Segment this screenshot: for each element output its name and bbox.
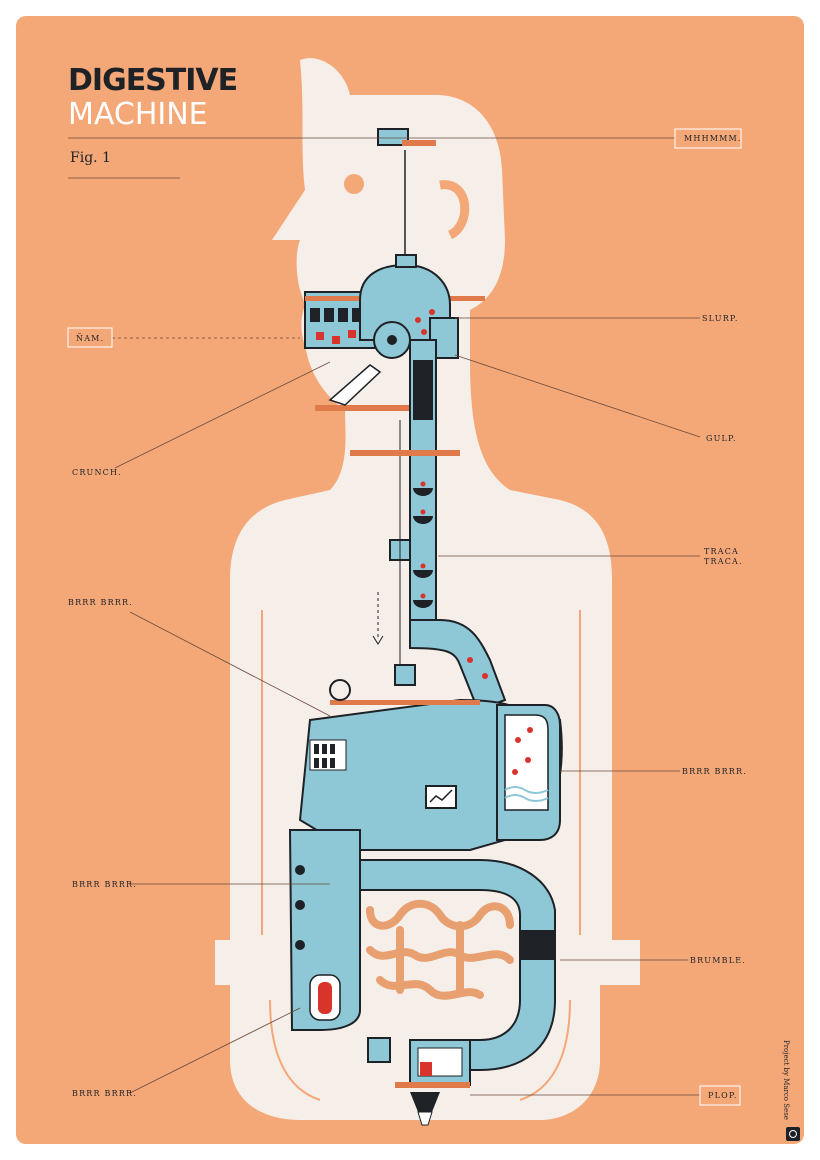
eye	[344, 174, 364, 194]
credit-text: Project by Marco Sese	[782, 1040, 790, 1120]
mouth-machine	[304, 263, 485, 411]
stomach	[298, 664, 563, 851]
label-traca-2: TRACA.	[704, 557, 743, 566]
label-plop: PLOP.	[708, 1091, 738, 1100]
intestines	[288, 829, 556, 1126]
brain-device	[377, 128, 436, 268]
figure-label: Fig. 1	[70, 150, 111, 166]
ear	[439, 180, 470, 240]
studio-logo-icon	[786, 1127, 800, 1141]
label-gulp: GULP.	[706, 434, 737, 443]
label-mhhmmm: MHHMMM.	[684, 134, 742, 143]
label-boxes	[67, 128, 742, 1106]
label-brumble: BRUMBLE.	[690, 956, 747, 965]
label-brrr-left-bottom: BRRR BRRR.	[72, 1089, 137, 1098]
poster-title: DIGESTIVE	[68, 63, 238, 98]
label-brrr-right: BRRR BRRR.	[682, 767, 747, 776]
label-brrr-left-top: BRRR BRRR.	[68, 598, 133, 607]
label-nam: ÑAM.	[76, 334, 105, 343]
label-slurp: SLURP.	[702, 314, 739, 323]
label-brrr-left-mid: BRRR BRRR.	[72, 880, 137, 889]
arm-lines	[261, 610, 581, 1101]
esophagus	[350, 339, 507, 712]
label-traca-1: TRACA	[704, 547, 740, 556]
poster-subtitle: MACHINE	[68, 97, 208, 132]
leader-lines	[68, 137, 701, 1096]
label-crunch: CRUNCH.	[72, 468, 122, 477]
